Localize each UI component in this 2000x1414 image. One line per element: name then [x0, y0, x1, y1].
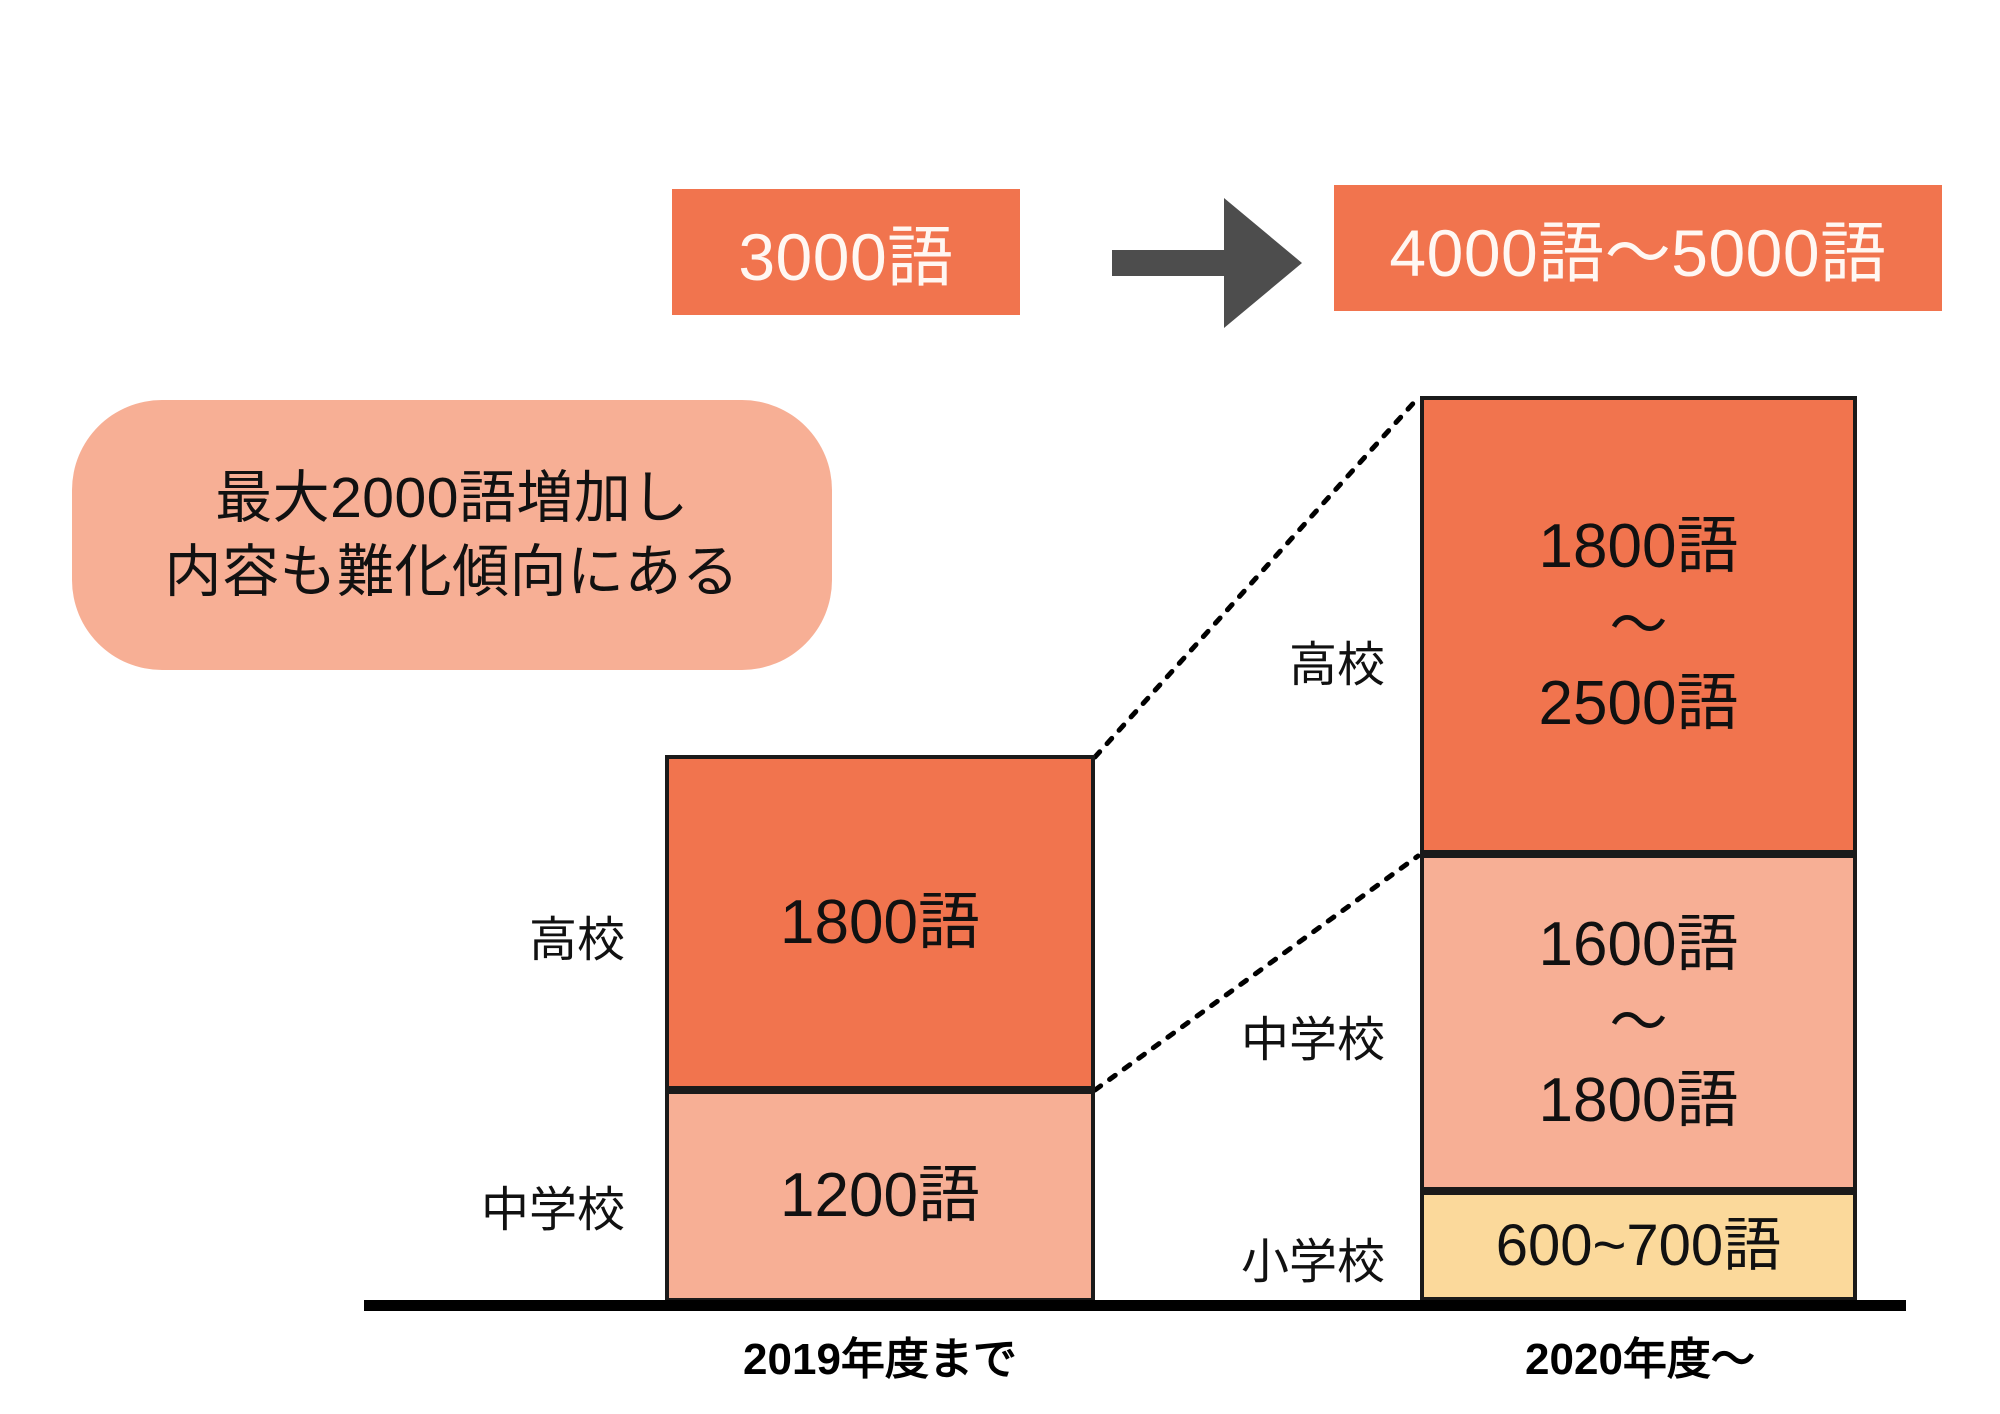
bar-segment-right-high-school: 1800語 〜 2500語 — [1420, 396, 1857, 854]
chart-baseline — [364, 1300, 1906, 1311]
bar-value-right-middle-school-tilde: 〜 — [1609, 990, 1668, 1055]
connector-line-high-school — [1092, 395, 1421, 760]
callout-line-2: 内容も難化傾向にある — [164, 540, 740, 604]
axis-caption-2019: 2019年度まで — [743, 1335, 1017, 1384]
axis-caption-2020: 2020年度〜 — [1525, 1335, 1755, 1384]
bar-segment-right-middle-school: 1600語 〜 1800語 — [1420, 854, 1857, 1191]
bar-value-right-elementary-school: 600~700語 — [1495, 1212, 1782, 1278]
bar-value-right-middle-school-max: 1800語 — [1538, 1066, 1739, 1135]
right-arrow-icon — [1112, 198, 1302, 328]
total-after-banner: 4000語〜5000語 — [1334, 185, 1942, 311]
bar-value-right-high-school-min: 1800語 — [1538, 512, 1739, 582]
bar-value-right-high-school-tilde: 〜 — [1609, 592, 1668, 658]
stage-label-left-high-school: 高校 — [528, 914, 625, 967]
bar-value-right-middle-school-min: 1600語 — [1538, 909, 1739, 979]
stage-label-right-high-school: 高校 — [1288, 639, 1385, 692]
bar-segment-left-high-school: 1800語 — [665, 755, 1095, 1090]
stage-label-right-middle-school: 中学校 — [1240, 1014, 1385, 1067]
bar-segment-left-middle-school: 1200語 — [665, 1090, 1095, 1302]
bar-value-left-high-school: 1800語 — [780, 887, 980, 957]
bar-value-right-high-school-max: 2500語 — [1538, 668, 1739, 738]
bar-segment-right-elementary-school: 600~700語 — [1420, 1191, 1857, 1301]
total-before-banner: 3000語 — [672, 189, 1020, 315]
callout-bubble: 最大2000語増加し 内容も難化傾向にある — [72, 400, 832, 670]
stage-label-left-middle-school: 中学校 — [480, 1184, 625, 1237]
stage-label-right-elementary-school: 小学校 — [1240, 1236, 1385, 1289]
callout-line-1: 最大2000語増加し — [215, 465, 689, 530]
bar-value-left-middle-school: 1200語 — [780, 1161, 980, 1231]
